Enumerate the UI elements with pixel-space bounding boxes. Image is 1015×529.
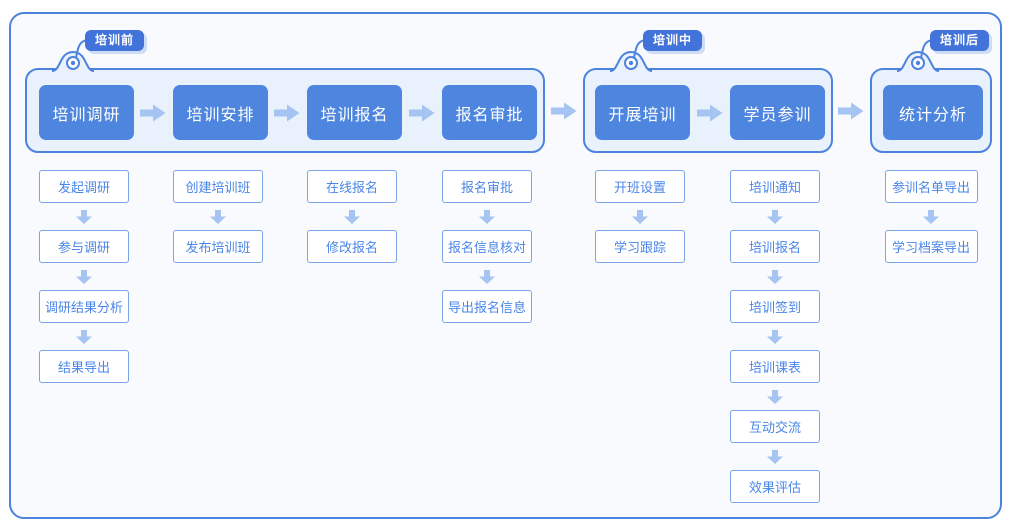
arrow-down-icon	[210, 209, 226, 224]
arrow-right-icon	[274, 104, 300, 122]
sub-step: 修改报名	[307, 230, 397, 263]
sub-step: 创建培训班	[173, 170, 263, 203]
sub-step: 在线报名	[307, 170, 397, 203]
sub-steps-arrange: 创建培训班 发布培训班	[168, 170, 268, 263]
sub-step: 培训签到	[730, 290, 820, 323]
sub-step: 培训报名	[730, 230, 820, 263]
phase-tag-during: 培训中	[643, 30, 703, 51]
main-step-conduct: 开展培训	[595, 85, 690, 140]
sub-step: 报名信息核对	[442, 230, 532, 263]
arrow-down-icon	[923, 209, 939, 224]
main-step-arrange: 培训安排	[173, 85, 268, 140]
arrow-down-icon	[767, 449, 783, 464]
sub-step: 培训通知	[730, 170, 820, 203]
sub-steps-approval: 报名审批 报名信息核对 导出报名信息	[437, 170, 537, 323]
sub-step: 结果导出	[39, 350, 129, 383]
sub-steps-conduct: 开班设置 学习跟踪	[590, 170, 690, 263]
sub-step: 参训名单导出	[884, 170, 978, 203]
arrow-right-icon	[838, 102, 864, 120]
sub-step: 效果评估	[730, 470, 820, 503]
sub-steps-participate: 培训通知 培训报名 培训签到 培训课表 互动交流 效果评估	[725, 170, 825, 503]
phase-group-before-training: 培训前 培训调研 培训安排 培训报名 报名审批	[25, 30, 545, 153]
arrow-down-icon	[76, 329, 92, 344]
sub-step: 学习跟踪	[595, 230, 685, 263]
sub-steps-survey: 发起调研 参与调研 调研结果分析 结果导出	[34, 170, 134, 383]
sub-step: 导出报名信息	[442, 290, 532, 323]
arrow-right-icon	[551, 102, 577, 120]
sub-step: 参与调研	[39, 230, 129, 263]
arrow-down-icon	[767, 389, 783, 404]
sub-step: 培训课表	[730, 350, 820, 383]
arrow-down-icon	[479, 209, 495, 224]
main-step-statistics: 统计分析	[883, 85, 983, 140]
sub-steps-registration: 在线报名 修改报名	[302, 170, 402, 263]
phase-tag-after: 培训后	[930, 30, 990, 51]
arrow-down-icon	[76, 269, 92, 284]
main-step-survey: 培训调研	[39, 85, 134, 140]
arrow-down-icon	[632, 209, 648, 224]
arrow-down-icon	[767, 209, 783, 224]
arrow-right-icon	[409, 104, 435, 122]
arrow-right-icon	[697, 104, 723, 122]
arrow-down-icon	[344, 209, 360, 224]
phase-group-after-training: 培训后 统计分析	[870, 30, 992, 153]
phase-group-during-training: 培训中 开展培训 学员参训	[583, 30, 833, 153]
main-step-registration: 培训报名	[307, 85, 402, 140]
arrow-down-icon	[767, 329, 783, 344]
arrow-down-icon	[479, 269, 495, 284]
sub-step: 发布培训班	[173, 230, 263, 263]
sub-step: 发起调研	[39, 170, 129, 203]
sub-step: 报名审批	[442, 170, 532, 203]
sub-steps-statistics: 参训名单导出 学习档案导出	[881, 170, 981, 263]
main-step-approval: 报名审批	[442, 85, 537, 140]
arrow-down-icon	[76, 209, 92, 224]
sub-step: 调研结果分析	[39, 290, 129, 323]
phase-tag-before: 培训前	[85, 30, 145, 51]
arrow-right-icon	[140, 104, 166, 122]
sub-step: 互动交流	[730, 410, 820, 443]
sub-step: 开班设置	[595, 170, 685, 203]
arrow-down-icon	[767, 269, 783, 284]
sub-step: 学习档案导出	[884, 230, 978, 263]
main-step-participate: 学员参训	[730, 85, 825, 140]
